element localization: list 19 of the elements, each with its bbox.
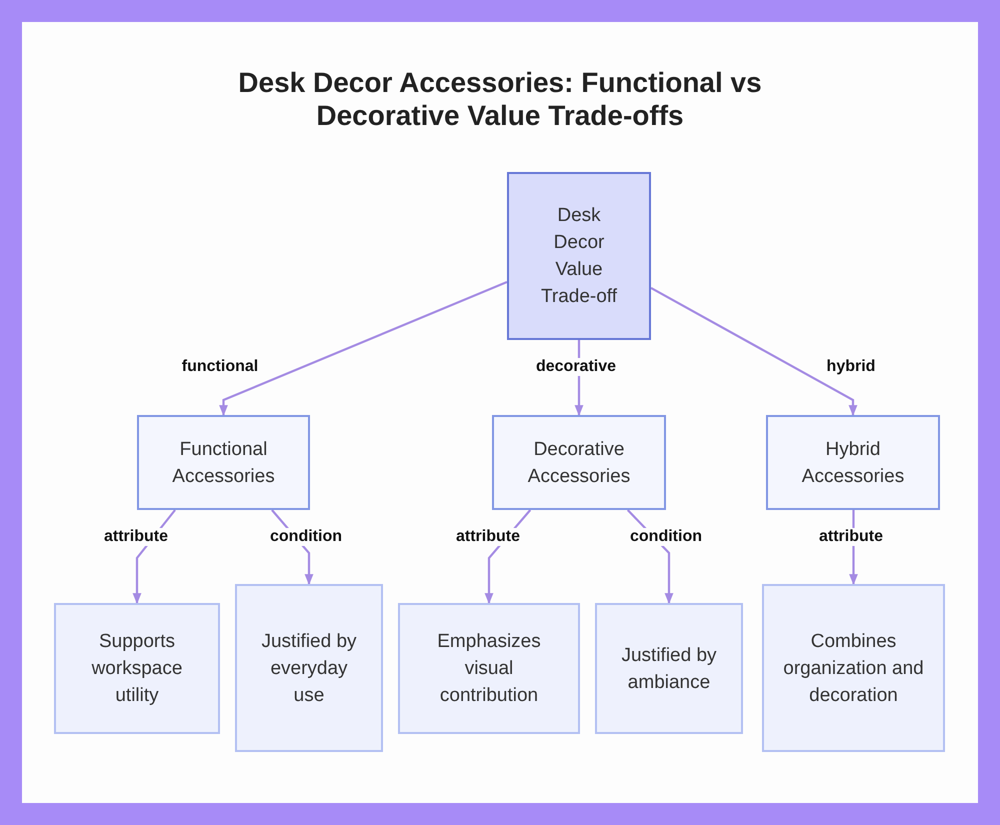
edge-label: attribute: [817, 528, 885, 546]
edge-label: attribute: [102, 528, 170, 546]
root-box: Desk Decor Value Trade-off: [507, 172, 651, 340]
edge-label: decorative: [534, 358, 618, 376]
diagram-title: Desk Decor Accessories: Functional vs Decorative Value Trade-offs: [237, 66, 763, 132]
edge-label: hybrid: [824, 358, 878, 376]
concept-box: Hybrid Accessories: [766, 415, 940, 510]
edge-label: condition: [628, 528, 704, 546]
concept-box: Decorative Accessories: [492, 415, 666, 510]
concept-box: Justified by ambiance: [595, 603, 743, 734]
concept-box: Justified by everyday use: [235, 584, 383, 752]
concept-box: Emphasizes visual contribution: [398, 603, 580, 734]
concept-box: Combines organization and decoration: [762, 584, 945, 752]
concept-box: Supports workspace utility: [54, 603, 220, 734]
arrow: [650, 286, 858, 416]
concept-box: Functional Accessories: [137, 415, 310, 510]
arrow: [219, 281, 508, 416]
edge-label: condition: [268, 528, 344, 546]
edge-label: attribute: [454, 528, 522, 546]
